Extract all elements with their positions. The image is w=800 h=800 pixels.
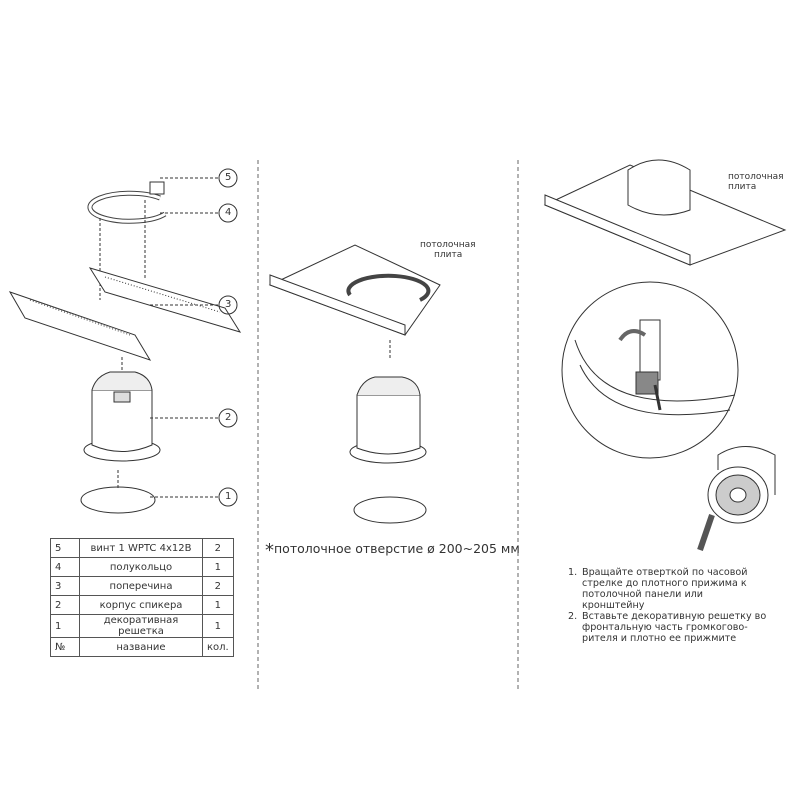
part-no: 2 [50,595,80,615]
step-text: Вставьте декоративную решетку во фронтал… [582,611,767,644]
speaker-body-part [83,355,161,462]
header-no: № [50,637,80,657]
grille-ring-part [80,486,156,514]
panel-label-line2: плита [434,250,463,260]
part-no: 5 [50,538,80,558]
detail-zoom-circle [561,281,739,459]
step-item: 2. Вставьте декоративную решетку во фронт… [568,611,768,644]
part-no: 4 [50,557,80,577]
part-no: 3 [50,576,80,596]
instruction-steps: 1. Вращайте отверткой по часовой стрелке … [568,567,768,644]
speaker-body-middle [349,376,427,464]
speaker-with-grille [697,446,776,551]
crossbar-part [8,267,242,361]
part-name: декоративная решетка [79,614,203,638]
part-qty: 2 [202,576,234,596]
grille-ring-middle [353,496,427,524]
ceiling-panel-middle [268,244,441,360]
part-name: поперечина [79,576,203,596]
callout-leaders [150,177,218,498]
part-qty: 1 [202,557,234,577]
callout-1: 1 [225,491,232,502]
part-name: винт 1 WPTC 4x12B [79,538,203,558]
half-ring-part [87,181,167,224]
callout-4: 4 [225,207,232,218]
panel-label-right: потолочная плита [728,172,784,192]
part-qty: 2 [202,538,234,558]
step-number: 2. [568,611,578,622]
header-name: название [79,637,203,657]
hole-size-note: *потолочное отверстие ø 200~205 мм [265,540,520,561]
panel-label-line2: плита [728,182,757,192]
part-name: полукольцо [79,557,203,577]
screw-lines [99,200,146,300]
part-name: корпус спикера [79,595,203,615]
part-no: 1 [50,614,80,638]
callout-5: 5 [225,172,232,183]
step-number: 1. [568,567,578,578]
panel-label-line1: потолочная [728,172,784,182]
panel-label-middle: потолочная плита [420,240,476,260]
step-item: 1. Вращайте отверткой по часовой стрелке … [568,567,768,611]
callout-circles [218,168,238,507]
note-asterisk: * [265,540,274,561]
header-qty: кол. [202,637,234,657]
part-qty: 1 [202,595,234,615]
step-text: Вращайте отверткой по часовой стрелке до… [582,567,748,611]
ceiling-panel-right [543,159,787,266]
callout-3: 3 [225,299,232,310]
panel-label-line1: потолочная [420,240,476,250]
note-text: потолочное отверстие ø 200~205 мм [274,541,520,556]
part-qty: 1 [202,614,234,638]
callout-2: 2 [225,412,232,423]
